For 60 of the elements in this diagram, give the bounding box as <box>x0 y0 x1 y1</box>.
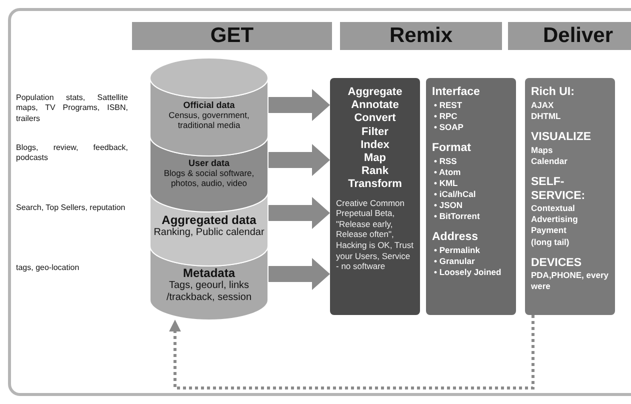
list-item: Contextual <box>531 203 576 214</box>
segment-description: Census, government, traditional media <box>168 110 250 130</box>
section-header: Remix <box>340 22 502 50</box>
source-note: Blogs, review, feedback, podcasts <box>16 143 128 164</box>
list-item: • iCal/hCal <box>433 188 477 200</box>
segment-title: Official data <box>183 100 235 110</box>
panel-box <box>525 78 615 315</box>
segment-title: Metadata <box>182 266 235 280</box>
verb-text: Rank <box>360 165 390 178</box>
list-item: • Loosely Joined <box>433 266 502 278</box>
list-item: DHTML <box>531 110 562 122</box>
list-item: PDA,PHONE, every were <box>531 270 609 292</box>
list-heading: Interface <box>432 86 481 100</box>
verb-text: Annotate <box>350 99 400 112</box>
list-item: Advertising <box>531 214 579 226</box>
list-heading: Rich UI: <box>531 86 576 100</box>
verb-text: Aggregate <box>346 86 404 100</box>
list-item: (long tail) <box>531 236 570 248</box>
list-item: • SOAP <box>433 122 464 133</box>
list-item: Calendar <box>531 156 568 167</box>
section-header: Deliver <box>508 22 631 50</box>
source-note: Population stats, Sattellite maps, TV Programs, ISBN, trailers <box>16 93 128 124</box>
segment-description: Tags, geourl, links /trackback, session <box>165 280 253 304</box>
list-item: • RSS <box>433 156 458 167</box>
panel-box <box>426 78 516 315</box>
note-text: Creative Common Prepetual Beta, "Release early, Release often", Hacking is OK, Trust your Users, Service - no software <box>336 198 414 272</box>
segment-title: Aggregated data <box>162 213 256 227</box>
list-item: • Permalink <box>433 244 481 256</box>
section-header: GET <box>132 22 332 50</box>
verb-text: Filter <box>360 126 390 139</box>
list-heading: Address <box>432 231 480 245</box>
list-heading: SELF-SERVICE: <box>531 176 586 204</box>
verb-text: Convert <box>353 112 397 126</box>
list-item: • BitTorrent <box>433 210 481 222</box>
segment-description: Ranking, Public calendar <box>152 227 266 239</box>
verb-text: Index <box>360 138 390 152</box>
source-note: Search, Top Sellers, reputation <box>16 203 126 214</box>
list-heading: Format <box>432 142 472 156</box>
segment-title: User data <box>188 158 230 168</box>
list-item: Payment <box>531 225 568 237</box>
block-arrow <box>268 144 330 176</box>
block-arrow <box>268 197 330 229</box>
list-item: • REST <box>433 100 464 111</box>
list-item: • JSON <box>433 200 464 211</box>
verb-text: Transform <box>347 178 403 192</box>
list-item: AJAX <box>531 100 555 111</box>
list-heading: VISUALIZE <box>531 130 592 145</box>
list-item: • Granular <box>433 256 476 267</box>
list-item: • KML <box>433 178 459 189</box>
panel-box <box>330 78 420 315</box>
source-note: tags, geo-location <box>16 263 80 274</box>
list-item: • Atom <box>433 166 462 178</box>
block-arrow <box>268 89 330 121</box>
dotted-arrow <box>169 315 534 390</box>
verb-text: Map <box>363 152 387 166</box>
block-arrow <box>268 258 330 290</box>
list-item: Maps <box>531 144 554 156</box>
segment-description: Blogs & social software, photos, audio, video <box>162 168 256 188</box>
list-item: • RPC <box>433 110 458 122</box>
list-heading: DEVICES <box>531 256 582 270</box>
